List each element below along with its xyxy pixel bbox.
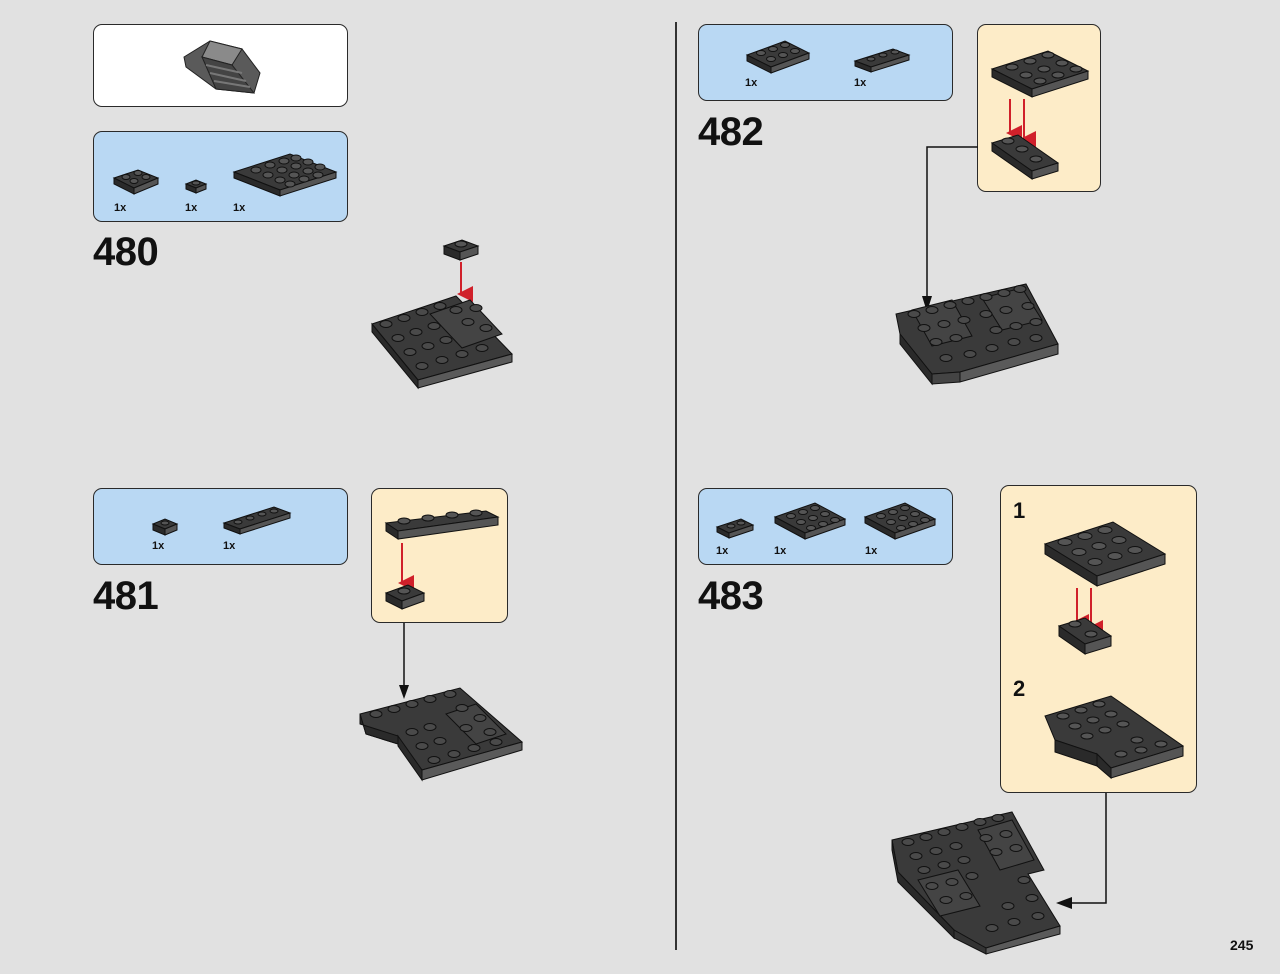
subassembly-481-icon (384, 509, 500, 610)
plate-3x3-icon (773, 502, 847, 540)
parts-panel-483: 1x 1x 1x (698, 488, 953, 565)
previous-assembly-box (93, 24, 348, 107)
step-482-model (895, 283, 1059, 386)
step-number-482: 482 (698, 110, 764, 154)
plate-1x1-icon (151, 518, 179, 536)
part-qty: 1x (233, 202, 246, 214)
substep-number: 2 (1013, 676, 1026, 701)
plate-1x3-icon (853, 48, 911, 73)
plate-1x1-icon (184, 179, 208, 194)
part-qty: 1x (185, 202, 198, 214)
plate-1x2-icon (715, 518, 755, 539)
step-481-model (359, 687, 524, 782)
part-qty: 1x (774, 545, 787, 557)
part-qty: 1x (114, 202, 127, 214)
parts-panel-481: 1x 1x (93, 488, 348, 565)
plate-4x4-icon (232, 153, 338, 197)
plate-1x4-icon (222, 506, 292, 535)
part-qty: 1x (854, 77, 867, 89)
page-divider (675, 22, 677, 950)
arrow-482 (922, 146, 978, 312)
step-number-480: 480 (93, 230, 159, 274)
subassembly-panel-483: 1 2 (1000, 485, 1197, 793)
step-480-model (371, 239, 513, 390)
step-483-model (891, 811, 1061, 955)
substep-2-icon (1044, 695, 1185, 780)
subassembly-482-icon (990, 50, 1090, 180)
arrow-483 (1056, 793, 1107, 909)
parts-panel-482: 1x 1x (698, 24, 953, 101)
page-number: 245 (1230, 937, 1254, 953)
plate-3x3-icon (863, 502, 937, 540)
step-number-483: 483 (698, 574, 764, 618)
part-qty: 1x (152, 540, 165, 552)
subassembly-panel-481 (371, 488, 508, 623)
step-number-481: 481 (93, 574, 159, 618)
substep-number: 1 (1013, 498, 1026, 523)
plate-2x3-icon (745, 40, 811, 74)
assembly-thumbnail-icon (183, 40, 261, 94)
parts-panel-480: 1x 1x 1x (93, 131, 348, 222)
substep-1-icon (1043, 521, 1167, 655)
plate-2x2-icon (112, 169, 160, 195)
subassembly-panel-482 (977, 24, 1101, 192)
part-qty: 1x (745, 77, 758, 89)
part-qty: 1x (716, 545, 729, 557)
part-qty: 1x (223, 540, 236, 552)
part-qty: 1x (865, 545, 878, 557)
arrow-481 (399, 623, 409, 699)
